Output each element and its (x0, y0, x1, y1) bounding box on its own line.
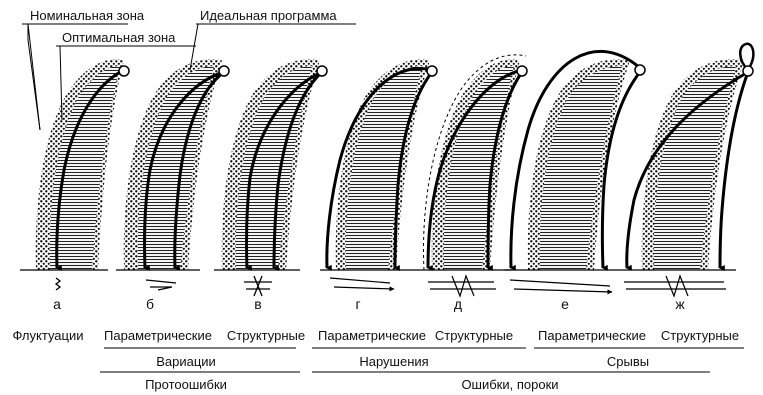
category-label: Структурные (435, 328, 513, 343)
optimal-zone-shape (346, 66, 422, 270)
panel-v (214, 59, 327, 296)
start-node (317, 66, 327, 76)
error-mark (244, 276, 272, 296)
label-nominal-zone: Номинальная зона (30, 8, 145, 23)
panel-letter: г (355, 296, 360, 312)
error-mark (510, 280, 612, 292)
start-node (119, 66, 129, 76)
panel-e (504, 51, 645, 292)
category-label: Параметрические (104, 328, 212, 343)
category-label: Структурные (227, 328, 305, 343)
start-node (517, 66, 527, 76)
group-violations: Нарушения (359, 354, 428, 369)
optimal-zone-shape (50, 66, 120, 270)
group-failures: Срывы (607, 354, 649, 369)
category-label: Параметрические (318, 328, 426, 343)
label-ideal-program: Идеальная программа (200, 8, 337, 23)
group-labels: Вариации Нарушения Срывы Протоошибки Оши… (100, 348, 744, 392)
category-label: Флуктуации (12, 328, 83, 343)
category-label: Параметрические (538, 328, 646, 343)
group-variations: Вариации (156, 354, 216, 369)
panel-g (320, 59, 437, 289)
start-node (635, 65, 645, 75)
error-mark (624, 276, 726, 296)
panel-zh (620, 44, 753, 296)
category-label: Структурные (661, 328, 739, 343)
label-optimal-zone: Оптимальная зона (62, 30, 176, 45)
group-proto-errors: Протоошибки (145, 377, 227, 392)
optimal-zone-shape (654, 66, 736, 270)
category-labels: Флуктуации Параметрические Структурные П… (12, 328, 739, 343)
start-node (219, 66, 229, 76)
panel-letters: а б в г д е ж (53, 296, 685, 312)
panel-letter: б (146, 296, 154, 312)
error-mark (146, 280, 176, 290)
panel-letter: а (53, 296, 61, 312)
optimal-zone-shape (540, 66, 622, 270)
panel-letter: д (454, 296, 462, 312)
error-mark (428, 276, 496, 296)
fluctuation-squiggle (56, 278, 60, 290)
panel-letter: в (254, 296, 261, 312)
start-node (743, 66, 753, 76)
group-errors-vices: Ошибки, пороки (461, 377, 558, 392)
start-node (427, 66, 437, 76)
panel-letter: е (561, 296, 569, 312)
panel-letter: ж (675, 296, 685, 312)
error-mark (330, 278, 394, 289)
panel-b (116, 59, 229, 290)
